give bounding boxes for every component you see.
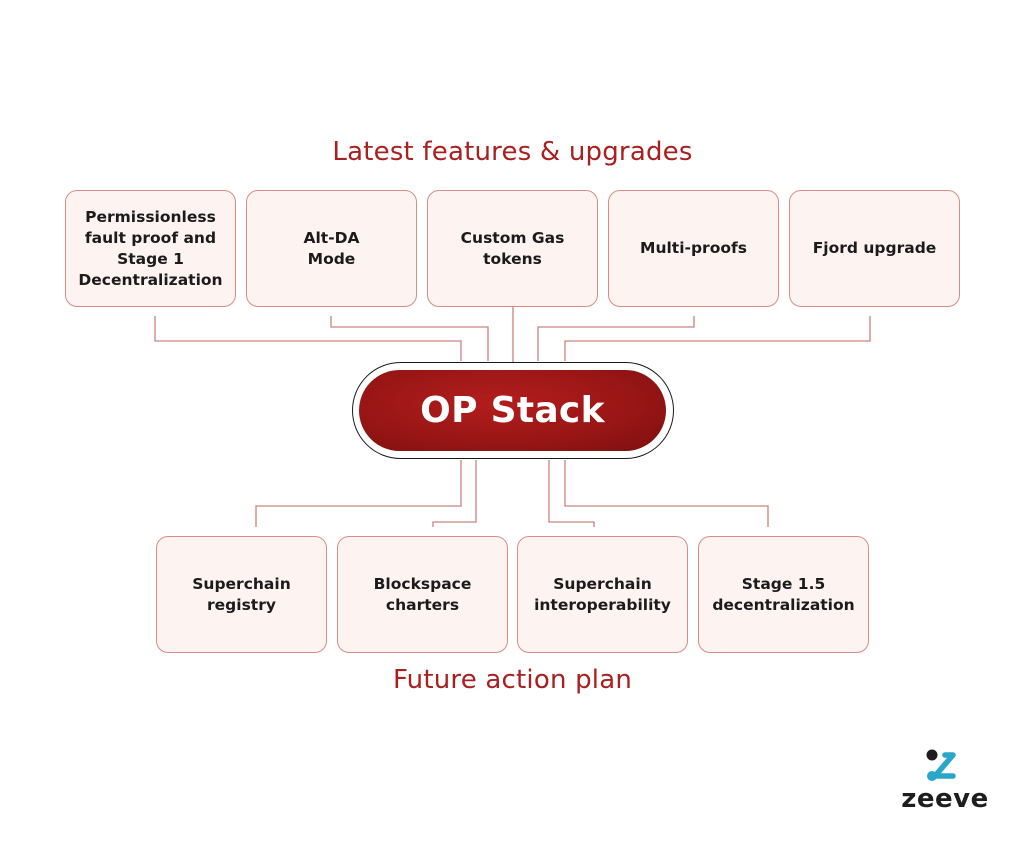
connector-feature-2	[330, 316, 489, 361]
plan-card-superchain-registry: Superchain registry	[156, 536, 327, 653]
connector-plan-3	[548, 460, 595, 527]
connector-feature-5	[564, 316, 871, 361]
connector-plan-1	[255, 460, 462, 527]
plan-card-superchain-interoperability: Superchain interoperability	[517, 536, 688, 653]
zeeve-logo: zeeve	[895, 748, 995, 818]
connector-plan-4	[564, 460, 769, 527]
plan-card-stage-1-5-decentralization: Stage 1.5 decentralization	[698, 536, 869, 653]
connector-feature-4	[537, 316, 695, 361]
feature-card-alt-da-mode: Alt-DA Mode	[246, 190, 417, 307]
future-action-plan-heading: Future action plan	[392, 665, 633, 695]
zeeve-logo-mark-icon	[926, 749, 956, 781]
plan-card-blockspace-charters: Blockspace charters	[337, 536, 508, 653]
feature-card-fjord-upgrade: Fjord upgrade	[789, 190, 960, 307]
feature-card-permissionless-fault-proof: Permissionless fault proof and Stage 1 D…	[65, 190, 236, 307]
zeeve-wordmark: zeeve	[901, 784, 989, 814]
op-stack-hub: OP Stack	[359, 370, 666, 451]
connector-plan-2	[432, 460, 477, 527]
connector-feature-1	[154, 316, 462, 361]
feature-card-multi-proofs: Multi-proofs	[608, 190, 779, 307]
feature-card-custom-gas-tokens: Custom Gas tokens	[427, 190, 598, 307]
latest-features-heading: Latest features & upgrades	[332, 137, 693, 167]
